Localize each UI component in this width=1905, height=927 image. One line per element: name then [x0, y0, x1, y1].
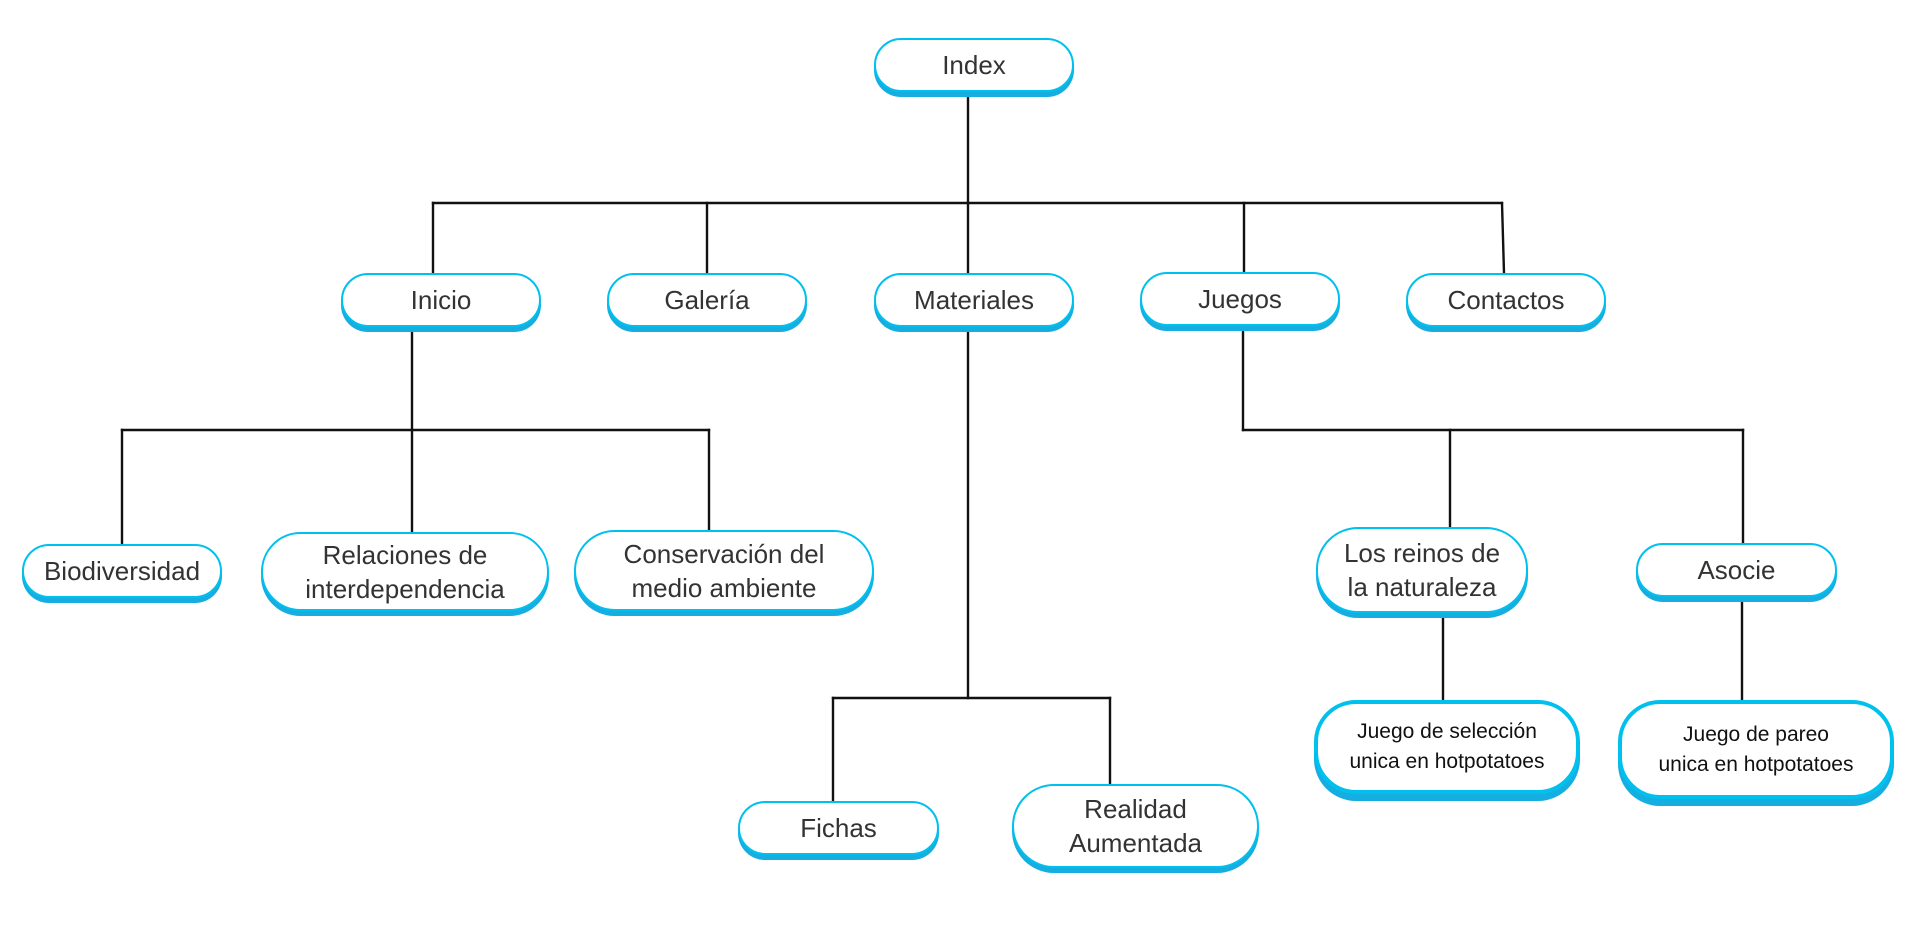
node-label: Asocie: [1697, 555, 1776, 585]
node-label: Galería: [664, 285, 750, 315]
node-contactos[interactable]: Contactos: [1406, 273, 1606, 327]
node-label: Index: [942, 50, 1006, 80]
node-juego-pareo[interactable]: Juego de pareo unica en hotpotatoes: [1618, 700, 1894, 799]
connector: [1500, 201, 1506, 275]
node-label: Materiales: [914, 285, 1034, 315]
node-inicio[interactable]: Inicio: [341, 273, 541, 327]
node-galeria[interactable]: Galería: [607, 273, 807, 327]
node-reinos-naturaleza[interactable]: Los reinos de la naturaleza: [1316, 527, 1528, 613]
node-relaciones-interdependencia[interactable]: Relaciones de interdependencia: [261, 532, 549, 611]
node-juego-seleccion[interactable]: Juego de selección unica en hotpotatoes: [1314, 700, 1580, 794]
node-conservacion-medio-ambiente[interactable]: Conservación del medio ambiente: [574, 530, 874, 611]
node-asocie[interactable]: Asocie: [1636, 543, 1837, 597]
node-label: Juego de selección unica en hotpotatoes: [1349, 720, 1545, 773]
node-realidad-aumentada[interactable]: Realidad Aumentada: [1012, 784, 1259, 868]
node-biodiversidad[interactable]: Biodiversidad: [22, 544, 222, 598]
node-fichas[interactable]: Fichas: [738, 801, 939, 855]
node-label: Contactos: [1447, 285, 1565, 315]
node-label: Realidad Aumentada: [1069, 794, 1202, 858]
node-label: Fichas: [800, 813, 877, 843]
node-materiales[interactable]: Materiales: [874, 273, 1074, 327]
node-juegos[interactable]: Juegos: [1140, 272, 1340, 326]
node-index[interactable]: Index: [874, 38, 1074, 92]
node-label: Conservación del medio ambiente: [623, 538, 825, 603]
node-label: Inicio: [410, 285, 472, 315]
node-label: Biodiversidad: [43, 556, 201, 586]
node-label: Juego de pareo unica en hotpotatoes: [1658, 722, 1854, 776]
node-label: Relaciones de interdependencia: [305, 539, 505, 604]
node-label: Los reinos de la naturaleza: [1343, 538, 1501, 602]
node-label: Juegos: [1198, 284, 1282, 314]
